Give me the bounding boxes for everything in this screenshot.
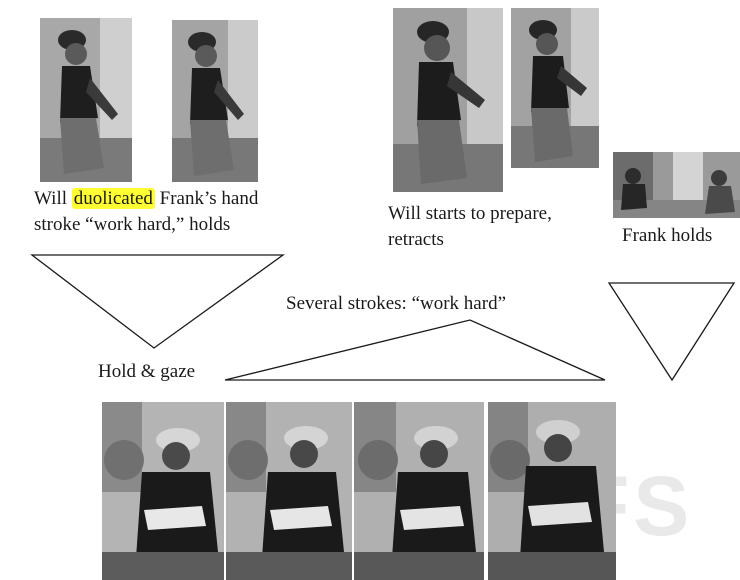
photo-hold-gaze-2	[226, 402, 352, 580]
caption-several-strokes: Several strokes: “work hard”	[286, 293, 507, 314]
highlighted-word: duolicated	[71, 188, 155, 209]
center-up-triangle	[224, 319, 606, 381]
caption-will-prepare-line2: retracts	[388, 229, 444, 250]
caption-frank-holds: Frank holds	[622, 225, 713, 246]
caption-will-duplicated-line2: stroke “work hard,” holds	[34, 214, 231, 235]
photo-frank-holds	[613, 152, 740, 218]
photo-will-preparing-1	[393, 8, 503, 192]
caption-hold-gaze: Hold & gaze	[98, 361, 196, 382]
caption-will-duplicated: Will duolicated Frank’s hand	[34, 188, 259, 209]
photo-hold-gaze-4	[488, 402, 616, 580]
right-down-triangle	[607, 282, 736, 382]
photo-will-duplicating-1	[40, 18, 132, 182]
photo-hold-gaze-1	[102, 402, 224, 580]
photo-will-duplicating-2	[172, 20, 258, 182]
photo-hold-gaze-3	[354, 402, 484, 580]
photo-will-preparing-2	[511, 8, 599, 168]
caption-will-prepare-line1: Will starts to prepare,	[388, 203, 552, 224]
left-down-triangle	[30, 254, 286, 349]
